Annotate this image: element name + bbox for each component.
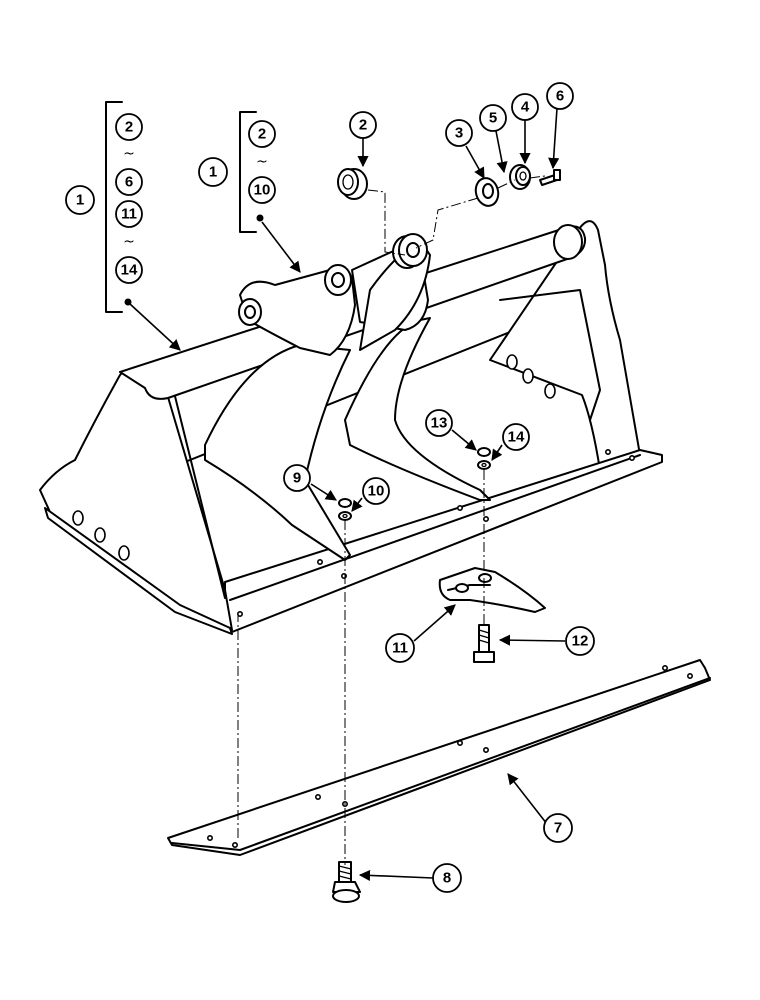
callout-tooth: 11: [385, 633, 415, 663]
svg-text:12: 12: [572, 633, 589, 650]
callout-group-b-label: 1: [198, 157, 228, 187]
svg-text:6: 6: [556, 88, 564, 105]
nut-right: [477, 447, 491, 470]
callout-group-a-item: 2: [115, 113, 143, 141]
callout-washer: 3: [445, 119, 473, 147]
svg-text:14: 14: [508, 429, 525, 446]
plow-bolt: [332, 861, 361, 903]
svg-text:2: 2: [125, 119, 133, 136]
callout-pin: 2: [349, 111, 377, 139]
range-mark: ~: [123, 146, 135, 162]
callout-group-a-item: 6: [115, 168, 143, 196]
callout-plate: 4: [511, 93, 539, 121]
range-mark: ~: [123, 234, 135, 250]
range-mark: ~: [256, 154, 268, 170]
side-hole: [94, 527, 106, 543]
bushing: [337, 168, 368, 200]
svg-text:11: 11: [121, 206, 137, 223]
callout-group-b-item: 10: [248, 176, 276, 204]
callout-group-a-item: 14: [115, 256, 143, 284]
svg-text:10: 10: [368, 483, 385, 500]
spacer: [509, 164, 531, 190]
callout-tooth-bolt: 12: [565, 626, 595, 656]
svg-text:8: 8: [443, 870, 451, 887]
callout-small-bolt: 6: [546, 82, 574, 110]
svg-text:1: 1: [209, 164, 217, 181]
side-hole: [522, 368, 534, 384]
side-hole: [72, 510, 84, 526]
tooth-bolt: [473, 624, 495, 663]
svg-text:2: 2: [258, 126, 266, 143]
svg-text:1: 1: [76, 192, 84, 209]
group-b-bracket: [239, 111, 257, 233]
washer: [474, 177, 500, 207]
side-hole: [544, 383, 556, 399]
svg-text:11: 11: [392, 640, 408, 657]
svg-text:7: 7: [554, 820, 562, 837]
svg-text:6: 6: [125, 174, 133, 191]
callout-group-b-item: 2: [248, 120, 276, 148]
small-bolt: [539, 169, 561, 186]
callout-nut-right: 13: [425, 409, 453, 437]
callout-washer-right: 14: [502, 423, 530, 451]
svg-text:5: 5: [489, 110, 497, 127]
callout-group-a-label: 1: [65, 185, 95, 215]
svg-text:9: 9: [293, 470, 301, 487]
callout-group-a-item: 11: [115, 200, 143, 228]
hanger-ears: [204, 233, 491, 561]
group-a-bracket: [105, 101, 123, 313]
svg-text:14: 14: [121, 262, 138, 279]
tooth-adapter: [438, 567, 546, 613]
side-hole: [118, 545, 130, 561]
assembly-lines: [237, 175, 546, 865]
callout-washer-left: 10: [362, 477, 390, 505]
leaders: [124, 107, 566, 882]
svg-text:13: 13: [431, 415, 448, 432]
callout-plow-bolt: 8: [432, 863, 462, 893]
svg-text:3: 3: [455, 125, 463, 142]
callout-spacer: 5: [479, 104, 507, 132]
svg-text:2: 2: [359, 117, 367, 134]
callout-cutting-edge: 7: [543, 813, 573, 843]
side-hole: [506, 354, 518, 370]
svg-text:4: 4: [521, 99, 530, 116]
cutting-edge: [167, 659, 711, 856]
svg-text:10: 10: [254, 182, 271, 199]
callout-nut-left: 9: [283, 464, 311, 492]
